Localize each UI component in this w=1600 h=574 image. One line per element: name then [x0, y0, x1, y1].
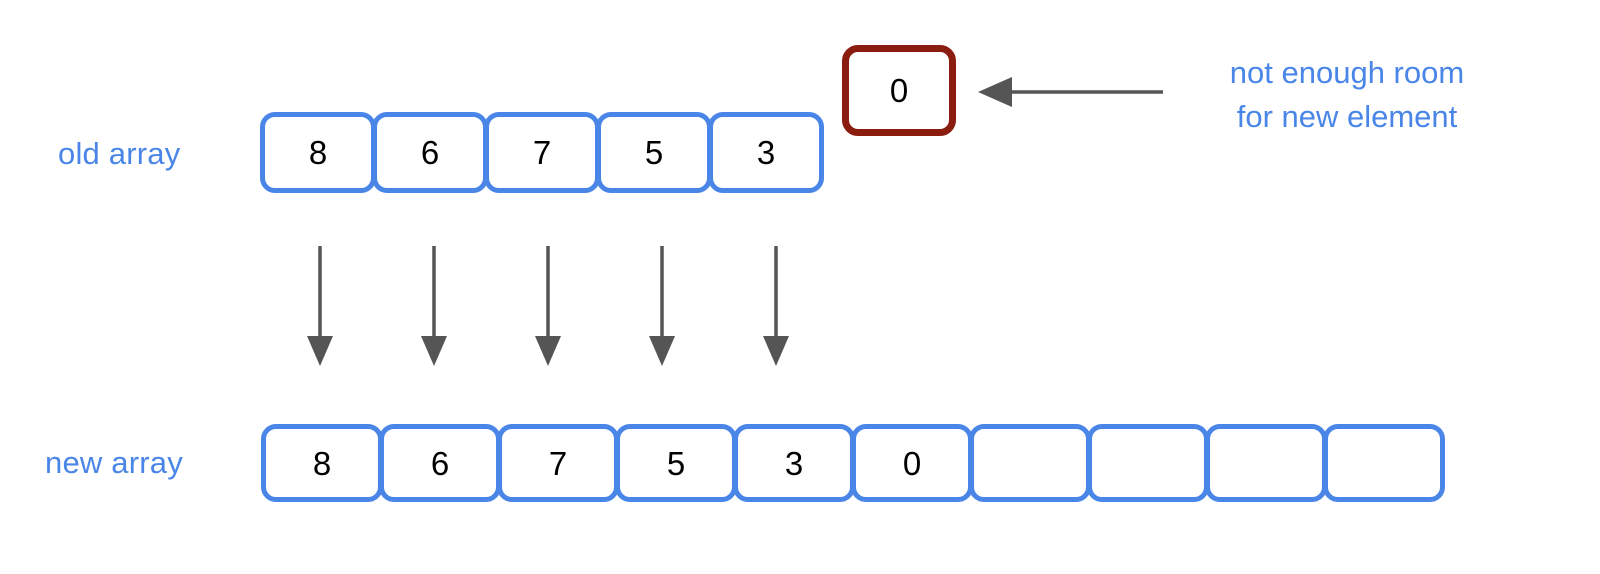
new-array-cell: 0 — [851, 424, 973, 502]
copy-arrow-head — [763, 336, 789, 366]
overflow-cell: 0 — [842, 45, 956, 136]
cell-value: 5 — [644, 134, 664, 171]
new-array-cell: 6 — [379, 424, 501, 502]
old-array-label: old array — [58, 136, 181, 171]
new-array-label: new array — [45, 445, 183, 480]
copy-arrows-group — [307, 246, 789, 366]
cell-value: 3 — [784, 444, 804, 482]
cell-value: 0 — [889, 72, 909, 109]
old-array-cell: 3 — [708, 112, 824, 193]
old-array-cell: 7 — [484, 112, 600, 193]
copy-arrow-head — [535, 336, 561, 366]
new-array-cell-empty — [1323, 424, 1445, 502]
cell-value: 8 — [308, 134, 328, 171]
note-pointer-arrow — [978, 77, 1163, 107]
copy-arrow-head — [421, 336, 447, 366]
old-array-row: 8 6 7 5 3 — [260, 112, 824, 193]
cell-value: 7 — [548, 444, 568, 482]
cell-value: 3 — [756, 134, 776, 171]
new-array-row: 8 6 7 5 3 0 — [261, 424, 1445, 502]
old-array-cell: 8 — [260, 112, 376, 193]
new-array-cell: 7 — [497, 424, 619, 502]
cell-value: 7 — [532, 134, 552, 171]
old-array-cell: 6 — [372, 112, 488, 193]
note-arrow-head — [978, 77, 1012, 107]
new-array-cell-empty — [1087, 424, 1209, 502]
old-array-cell: 5 — [596, 112, 712, 193]
cell-value: 6 — [420, 134, 440, 171]
new-array-cell-empty — [1205, 424, 1327, 502]
new-array-cell-empty — [969, 424, 1091, 502]
copy-arrow-head — [307, 336, 333, 366]
cell-value: 6 — [430, 444, 450, 482]
new-array-cell: 8 — [261, 424, 383, 502]
overflow-note-text: not enough room for new element — [1229, 55, 1465, 135]
copy-arrow-head — [649, 336, 675, 366]
cell-value: 0 — [902, 444, 922, 482]
cell-value: 8 — [312, 444, 332, 482]
new-array-cell: 3 — [733, 424, 855, 502]
new-array-cell: 5 — [615, 424, 737, 502]
cell-value: 5 — [666, 444, 686, 482]
